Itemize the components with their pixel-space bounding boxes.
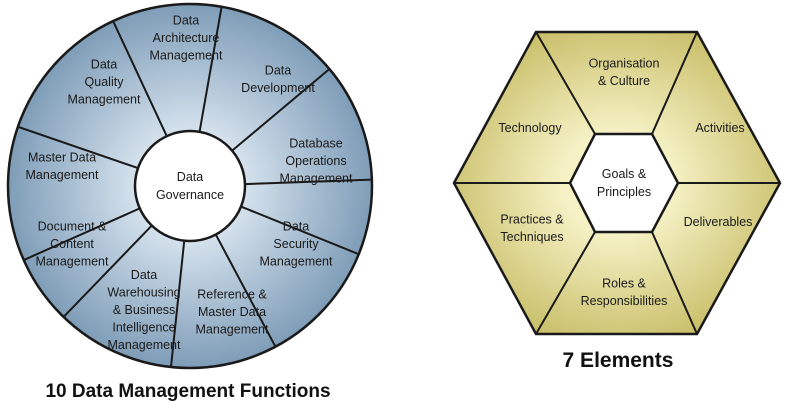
wheel-sector-7-line-3: Management — [36, 255, 109, 269]
wheel-sector-9-line-2: Quality — [85, 75, 125, 89]
wheel-sector-3-line-2: Operations — [285, 154, 346, 168]
wheel-spoke-6 — [169, 240, 186, 368]
hex-divider-2 — [651, 31, 698, 135]
wheel-sector-9-line-3: Management — [68, 93, 141, 107]
wheel-spoke-5 — [214, 234, 277, 348]
hexagon-title: 7 Elements — [563, 349, 674, 372]
hex-center-line-2: Principles — [597, 185, 651, 199]
hex-segment-4-line-1: Roles & — [602, 276, 646, 290]
hex-segment-1-line-2: & Culture — [598, 74, 650, 88]
wheel-sector-4-line-3: Management — [260, 255, 333, 269]
wheel-sector-8-line-1: Master Data — [28, 150, 96, 164]
hex-segment-3-line-1: Deliverables — [684, 215, 753, 229]
wheel-sector-6-line-4: Intelligence — [112, 321, 175, 335]
wheel-sector-4-line-1: Data — [283, 220, 309, 234]
hex-segment-6-line-1: Technology — [498, 121, 562, 135]
wheel-title: 10 Data Management Functions — [45, 381, 330, 402]
wheel-sector-9-line-1: Data — [91, 58, 117, 72]
wheel-sector-6-line-2: Warehousing — [107, 286, 180, 300]
wheel-sector-2-line-1: Data — [265, 63, 291, 77]
wheel-sector-labels: DataArchitectureManagementDataDevelopmen… — [26, 14, 353, 353]
wheel-sector-8-line-2: Management — [26, 168, 99, 182]
wheel-center-line-2: Governance — [156, 188, 224, 202]
hex-segment-5-line-1: Practices & — [500, 212, 564, 226]
hex-segment-5-line-2: Techniques — [500, 230, 563, 244]
wheel-sector-1-line-1: Data — [173, 14, 199, 28]
hexagon-segment-labels: Organisation & CultureActivitiesDeliverab… — [498, 56, 752, 308]
wheel-spoke-3 — [244, 178, 372, 186]
wheel-center-circle — [133, 129, 247, 243]
wheel-spoke-1 — [198, 6, 223, 133]
hex-segment-4-line-2: Responsibilities — [581, 294, 668, 308]
wheel-diagram: DataArchitectureManagementDataDevelopmen… — [6, 2, 374, 402]
hexagon-center — [568, 132, 680, 234]
wheel-sector-7-line-2: Content — [50, 237, 94, 251]
wheel-sector-4-line-2: Security — [273, 237, 319, 251]
wheel-spokes — [17, 6, 372, 368]
wheel-sector-2-line-2: Development — [241, 81, 315, 95]
hex-divider-4 — [651, 231, 698, 335]
hex-divider-5 — [535, 231, 596, 335]
wheel-spoke-8 — [23, 207, 141, 261]
wheel-sector-5-line-3: Management — [196, 323, 269, 337]
wheel-spoke-10 — [112, 20, 168, 137]
hex-center-line-1: Goals & — [602, 167, 647, 181]
wheel-sector-5-line-1: Reference & — [197, 288, 267, 302]
wheel-sector-5-line-2: Master Data — [198, 305, 266, 319]
hexagon-diagram: Goals & Principles Organisation & Culture… — [452, 30, 782, 372]
hex-divider-1 — [535, 31, 596, 135]
wheel-sector-1-line-2: Architecture — [153, 31, 220, 45]
wheel-sector-6-line-5: Management — [108, 338, 181, 352]
wheel-sector-6-line-1: Data — [131, 268, 157, 282]
hex-segment-2-line-1: Activities — [695, 121, 744, 135]
wheel-spoke-4 — [240, 205, 360, 256]
wheel-spoke-9 — [17, 125, 139, 170]
wheel-sector-3-line-3: Management — [280, 172, 353, 186]
hex-segment-1-line-1: Organisation — [589, 56, 660, 70]
wheel-sector-1-line-3: Management — [150, 49, 223, 63]
wheel-center-line-1: Data — [177, 170, 203, 184]
wheel-sector-7-line-1: Document & — [38, 220, 107, 234]
wheel-spoke-2 — [231, 68, 331, 152]
wheel-sector-6-line-3: & Business — [113, 303, 176, 317]
wheel-spoke-7 — [62, 224, 153, 318]
wheel-sector-3-line-1: Database — [289, 137, 343, 151]
